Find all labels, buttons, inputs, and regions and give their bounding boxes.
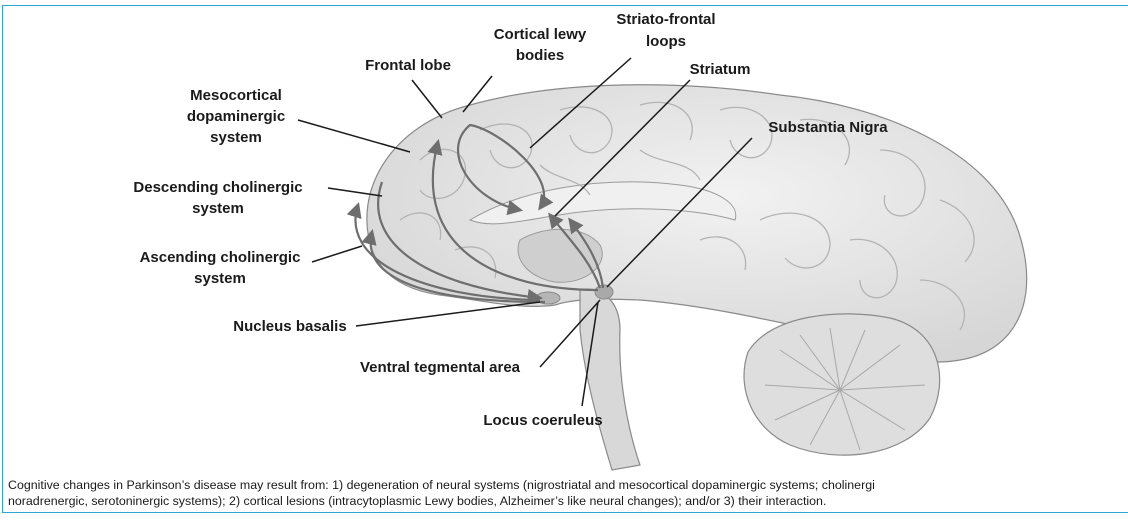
label-mesocortical-1: Mesocortical [190, 87, 282, 104]
label-striatum: Striatum [690, 61, 751, 78]
cerebrum-outline [367, 85, 1027, 362]
label-ascending-1: Ascending cholinergic [140, 249, 301, 266]
caption-line-1: Cognitive changes in Parkinson’s disease… [8, 477, 1128, 493]
leader-ascending [312, 246, 362, 262]
brain-illustration [367, 85, 1027, 470]
brainstem [580, 289, 640, 470]
figure-caption: Cognitive changes in Parkinson’s disease… [8, 477, 1128, 509]
label-striato-frontal-1: Striato-frontal [616, 11, 715, 28]
label-cortical-lewy-1: Cortical lewy [494, 26, 587, 43]
label-mesocortical-3: system [210, 129, 262, 146]
label-substantia-nigra: Substantia Nigra [768, 119, 888, 136]
label-locus-coeruleus: Locus coeruleus [483, 412, 602, 429]
label-nucleus-basalis: Nucleus basalis [233, 318, 346, 335]
leader-nucleus-basalis [356, 302, 540, 326]
label-cortical-lewy-2: bodies [516, 47, 564, 64]
label-striato-frontal-2: loops [646, 33, 686, 50]
label-descending-1: Descending cholinergic [133, 179, 302, 196]
label-ascending-2: system [194, 270, 246, 287]
caption-line-2: noradrenergic, serotoninergic systems); … [8, 493, 1128, 509]
label-mesocortical-2: dopaminergic [187, 108, 285, 125]
label-ventral-tegmental: Ventral tegmental area [360, 359, 521, 376]
label-descending-2: system [192, 200, 244, 217]
label-frontal-lobe: Frontal lobe [365, 57, 451, 74]
leader-frontal-lobe [412, 80, 442, 118]
leader-mesocortical [298, 120, 410, 152]
